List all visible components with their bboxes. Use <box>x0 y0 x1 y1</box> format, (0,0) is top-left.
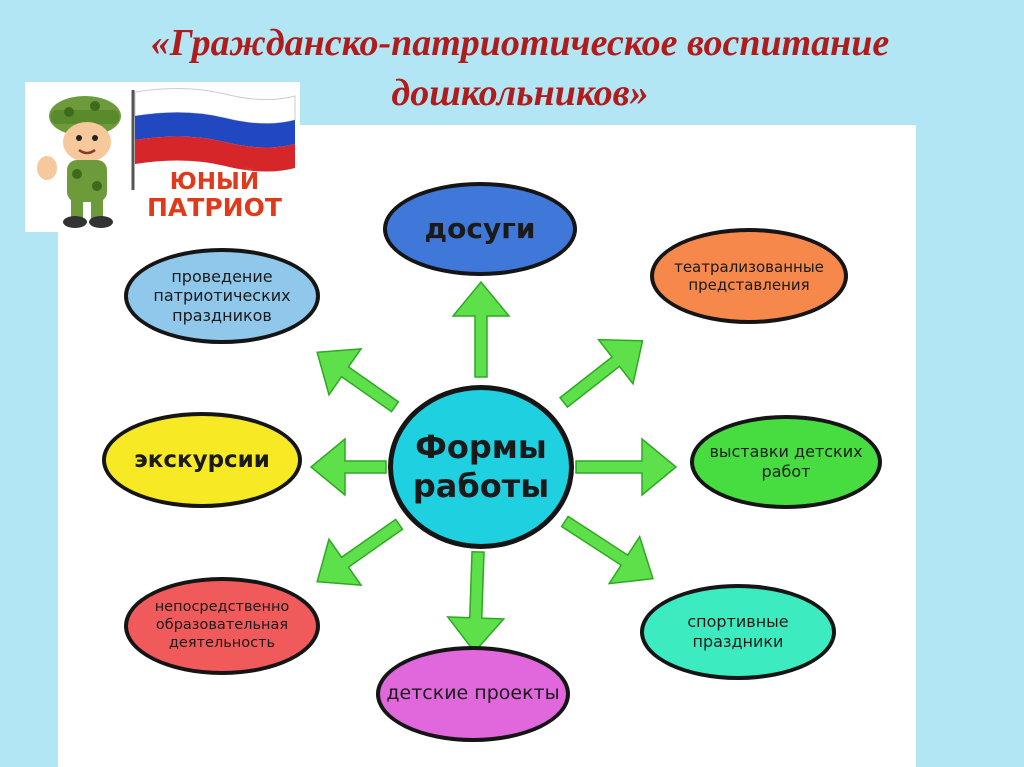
arrow-to-sports <box>560 515 654 585</box>
page-title: «Гражданско-патриотическое воспитание до… <box>90 18 950 118</box>
arrow-to-exhibitions <box>575 437 678 497</box>
arrow-to-education <box>316 518 404 587</box>
node-theatrical-performances: театрализованные представления <box>650 228 848 324</box>
arrow-to-projects <box>446 550 506 654</box>
node-sports-holidays: спортивные праздники <box>640 584 836 680</box>
young-patriot-logo: ЮНЫЙ ПАТРИОТ <box>25 82 300 232</box>
arrow-to-excursions <box>309 437 387 497</box>
node-patriotic-holidays: проведение патриотических праздников <box>124 248 320 344</box>
title-line-2: дошкольников» <box>391 72 649 114</box>
node-childrens-projects: детские проекты <box>376 646 570 742</box>
logo-line-2: ПАТРИОТ <box>147 193 282 222</box>
arrow-to-leisure <box>451 280 511 378</box>
node-childrens-exhibitions: выставки детских работ <box>690 415 882 509</box>
node-leisure: досуги <box>383 182 577 276</box>
arrow-to-theatre <box>558 338 644 409</box>
node-educational-activity: непосредственно образовательная деятельн… <box>124 577 320 675</box>
title-line-1: «Гражданско-патриотическое воспитание <box>150 22 890 64</box>
arrow-to-holidays <box>316 347 400 413</box>
soldier-flag-icon <box>37 87 296 228</box>
logo-line-1: ЮНЫЙ <box>169 169 260 195</box>
logo-text: ЮНЫЙ ПАТРИОТ <box>147 169 282 222</box>
node-excursions: экскурсии <box>102 412 302 508</box>
center-node-forms-of-work: Формы работы <box>388 385 574 549</box>
